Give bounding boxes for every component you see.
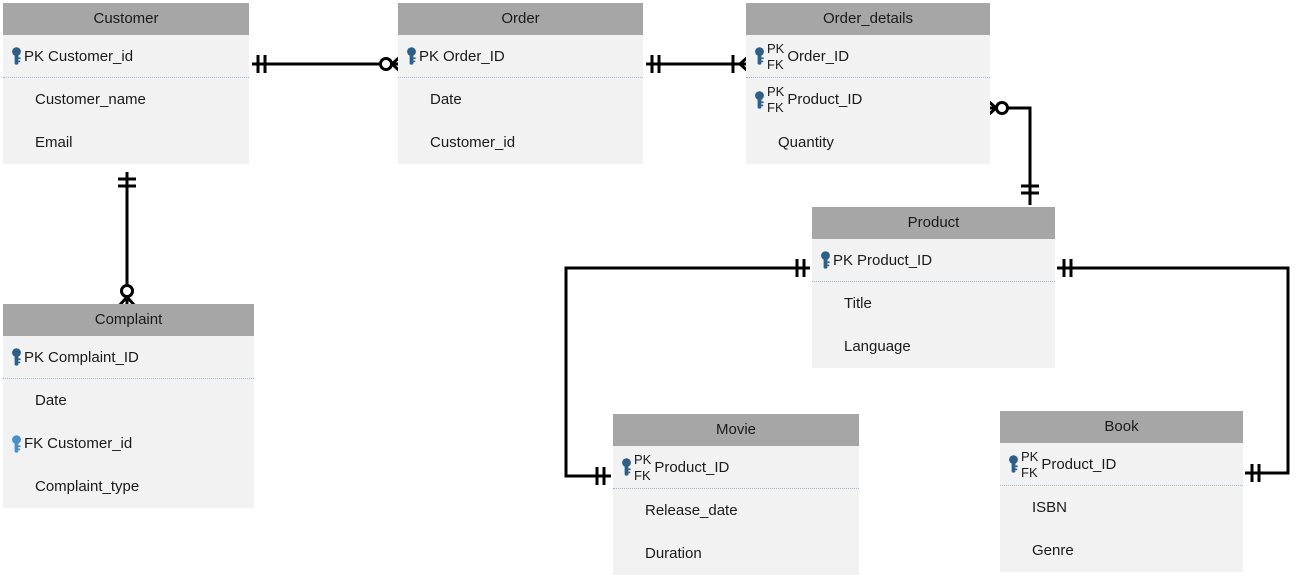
entity-title-order: Order (398, 3, 643, 35)
attribute-name: Genre (1032, 542, 1074, 559)
connector-orderdetails-product (984, 97, 1039, 205)
attribute-name: Customer_id (47, 435, 133, 452)
attribute-name: Title (844, 295, 872, 312)
attribute-name: Product_ID (654, 458, 730, 476)
attribute-name: Language (844, 338, 911, 355)
attribute-name: Duration (645, 545, 702, 562)
entity-title-product: Product (812, 207, 1055, 239)
entity-title-complaint: Complaint (3, 304, 254, 336)
attribute-name: Customer_id (430, 134, 516, 151)
attribute-name: Product_ID (1041, 455, 1117, 473)
attribute-row[interactable]: Quantity (746, 121, 990, 164)
attribute-name: Email (35, 134, 73, 151)
attribute-row[interactable]: ISBN (1000, 486, 1243, 529)
attribute-name: Date (430, 91, 462, 108)
attribute-name: Product_ID (787, 91, 863, 108)
attribute-name: ISBN (1032, 499, 1068, 516)
attribute-name: Complaint_ID (48, 348, 139, 366)
attribute-row[interactable]: Customer_id (398, 121, 643, 164)
pk-key-icon (404, 35, 418, 77)
entity-title-order_details: Order_details (746, 3, 990, 35)
pk-key-icon (818, 239, 832, 281)
attribute-name: Release_date (645, 502, 738, 519)
pk-key-icon (752, 78, 766, 121)
attribute-row[interactable]: Email (3, 121, 249, 164)
attribute-row[interactable]: Customer_name (3, 78, 249, 121)
attribute-row[interactable]: Release_date (613, 489, 859, 532)
pk-key-icon (9, 336, 23, 378)
attribute-row[interactable]: Date (3, 379, 254, 422)
attribute-keytag: PK (833, 251, 854, 269)
entity-title-movie: Movie (613, 414, 859, 446)
attribute-row[interactable]: Title (812, 282, 1055, 325)
attribute-name: Customer_id (48, 47, 134, 65)
attribute-name: Quantity (778, 134, 834, 151)
attribute-name: Order_ID (787, 47, 850, 65)
attribute-name: Customer_name (35, 91, 146, 108)
connector-customer-order (252, 53, 404, 75)
attribute-row[interactable]: Duration (613, 532, 859, 575)
attribute-name: Order_ID (443, 47, 505, 65)
pk-key-icon (752, 35, 766, 77)
pk-key-icon (619, 446, 633, 488)
attribute-row[interactable]: Genre (1000, 529, 1243, 572)
entity-title-book: Book (1000, 411, 1243, 443)
attribute-name: Product_ID (857, 251, 933, 269)
attribute-name: Complaint_type (35, 478, 140, 495)
connector-order-orderdetails (646, 53, 752, 75)
attribute-name: Date (35, 392, 67, 409)
connector-customer-complaint (116, 172, 138, 309)
attribute-row[interactable]: Date (398, 78, 643, 121)
attribute-row[interactable]: Language (812, 325, 1055, 368)
pk-key-icon (9, 35, 23, 77)
fk-key-icon (9, 422, 23, 465)
pk-key-icon (1006, 443, 1020, 485)
attribute-keytag: PK (24, 47, 45, 65)
attribute-row[interactable]: Complaint_type (3, 465, 254, 508)
attribute-keytag: FK (24, 435, 44, 452)
attribute-keytag: PK (24, 348, 45, 366)
entity-title-customer: Customer (3, 3, 249, 35)
attribute-keytag: PK (419, 47, 440, 65)
